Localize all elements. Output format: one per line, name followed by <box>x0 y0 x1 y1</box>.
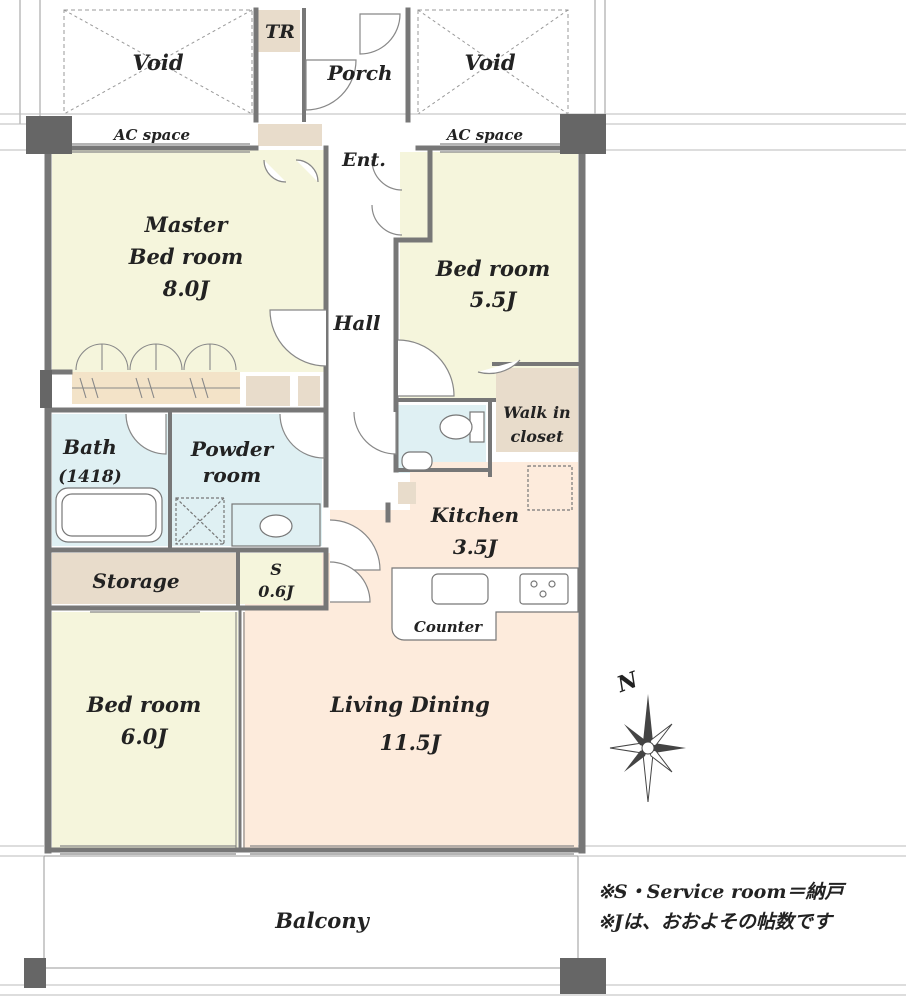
master-door <box>269 309 327 367</box>
master-label-2: Bed room <box>128 244 243 269</box>
master-closet-door-2 <box>295 159 319 183</box>
ac-space-left-label: AC space <box>112 126 190 144</box>
walls <box>44 7 586 854</box>
storage-label: Storage <box>92 569 179 593</box>
column <box>40 370 52 408</box>
toilet-door <box>353 411 397 455</box>
master-closet-door <box>263 159 287 183</box>
porch-label: Porch <box>326 61 392 85</box>
bed2-door <box>397 339 455 397</box>
shower-area <box>175 497 225 545</box>
bedroom-2-size: 5.5J <box>470 287 519 312</box>
powder-label-1: Powder <box>190 437 275 461</box>
bedroom-2-label: Bed room <box>435 256 550 281</box>
master-closet <box>72 343 240 399</box>
bedroom-3-size: 6.0J <box>121 724 170 749</box>
bedroom-3-label: Bed room <box>86 692 201 717</box>
powder-label-2: room <box>203 463 261 487</box>
kitchen-size: 3.5J <box>453 535 499 559</box>
columns <box>24 114 606 994</box>
balcony-box <box>43 855 579 969</box>
washbasin-counter <box>231 503 321 547</box>
column <box>560 958 606 994</box>
toilet-bowl <box>439 414 473 440</box>
doors <box>125 13 521 603</box>
fridge-space <box>527 465 573 511</box>
master-label-1: Master <box>144 212 230 237</box>
balcony-label: Balcony <box>274 908 370 933</box>
living-dining-size: 11.5J <box>379 730 442 755</box>
walkin-fill <box>496 368 578 452</box>
note-service-room: ※S・Service room＝納戸 <box>598 881 846 903</box>
bathtub <box>55 487 163 543</box>
bath-size: (1418) <box>58 467 121 487</box>
service-door <box>329 561 371 603</box>
counter-label: Counter <box>414 618 483 636</box>
walkin-door <box>477 359 521 375</box>
stove <box>519 573 569 605</box>
legend-notes: ※S・Service room＝納戸 ※Jは、おおよその帖数です <box>598 881 846 933</box>
toilet-sink <box>401 451 433 471</box>
room-labels: Void Void TR Porch AC space AC space Ent… <box>58 21 570 933</box>
walkin-label-1: Walk in <box>503 403 570 422</box>
column <box>560 114 606 154</box>
storage-fill <box>52 553 236 604</box>
bath-label: Bath <box>62 435 117 459</box>
service-room-label: S <box>270 560 282 579</box>
windows <box>60 143 574 855</box>
ent-cabinet-door <box>371 159 403 191</box>
ac-space-right-label: AC space <box>445 126 523 144</box>
column <box>26 116 72 154</box>
column <box>24 958 46 988</box>
powder-door <box>279 413 325 459</box>
service-room-size: 0.6J <box>258 582 295 601</box>
fixtures <box>55 411 579 848</box>
entrance-label: Ent. <box>341 149 386 171</box>
walkin-label-2: closet <box>510 427 564 446</box>
void-left-label: Void <box>132 50 183 75</box>
service-room-fill <box>240 553 322 604</box>
ld-door <box>329 519 381 571</box>
ent-cabinet-door-2 <box>371 204 403 236</box>
hall-label: Hall <box>332 311 380 335</box>
porch-door-right <box>359 13 401 55</box>
bath-door <box>125 413 167 455</box>
pipe-space-fill <box>398 482 416 504</box>
kitchen-label: Kitchen <box>430 503 519 527</box>
note-jou: ※Jは、おおよその帖数です <box>598 911 835 933</box>
kitchen-sink <box>431 573 489 605</box>
compass-rose <box>609 694 686 803</box>
void-right-label: Void <box>464 50 515 75</box>
tr-label: TR <box>265 21 295 43</box>
living-fill <box>243 612 578 848</box>
porch-door <box>305 59 357 111</box>
master-size: 8.0J <box>162 276 212 301</box>
bathtub-inner <box>61 493 157 537</box>
cabinet-b-fill <box>298 376 320 406</box>
cabinet-a-fill <box>246 376 290 406</box>
bedroom-3-fill <box>52 612 238 848</box>
tr-fill <box>258 10 300 52</box>
living-dining-label: Living Dining <box>329 692 490 717</box>
washbasin <box>259 514 293 538</box>
shoe-cabinet-fill <box>258 124 322 146</box>
compass-north-label: N <box>613 666 643 698</box>
